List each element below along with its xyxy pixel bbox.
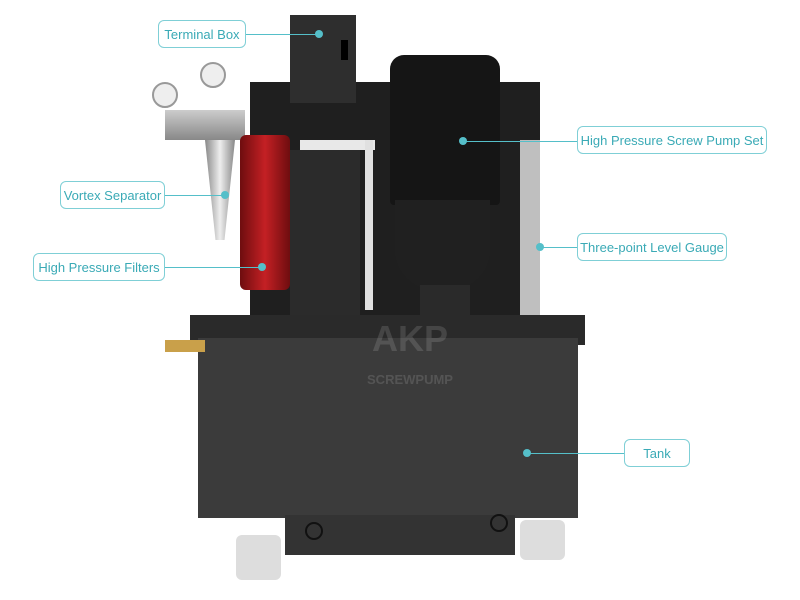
leader-line [463, 141, 577, 142]
leader-line [540, 247, 577, 248]
callout-dot [221, 191, 229, 199]
callout-filters: High Pressure Filters [33, 253, 165, 281]
leader-line [165, 195, 225, 196]
callout-level-gauge: Three-point Level Gauge [577, 233, 727, 261]
leader-line [165, 267, 262, 268]
motor [390, 55, 500, 205]
watermark-sub: SCREWPUMP [367, 372, 453, 387]
drain-plug-right [490, 514, 508, 532]
leader-line [246, 34, 319, 35]
tank-base [285, 515, 515, 555]
vortex-separator [205, 140, 235, 240]
gauge-left [152, 82, 178, 108]
inner-column [290, 150, 360, 340]
foot-left [236, 535, 281, 580]
pipe-vertical [365, 140, 373, 310]
callout-vortex-separator: Vortex Separator [60, 181, 165, 209]
brass-fitting [165, 340, 205, 352]
watermark-brand: AKP [371, 318, 448, 359]
callout-pump-set: High Pressure Screw Pump Set [577, 126, 767, 154]
pipe [300, 140, 375, 150]
callout-dot [459, 137, 467, 145]
callout-tank: Tank [624, 439, 690, 467]
level-gauge [520, 140, 540, 330]
leader-line [527, 453, 624, 454]
callout-dot [258, 263, 266, 271]
foot-right [520, 520, 565, 560]
callout-terminal-box: Terminal Box [158, 20, 246, 48]
tank-body [198, 338, 578, 518]
terminal-box [290, 15, 356, 103]
pump-bell [395, 200, 490, 290]
callout-dot [536, 243, 544, 251]
manifold [165, 110, 245, 140]
callout-dot [523, 449, 531, 457]
drain-plug-left [305, 522, 323, 540]
gauge-right [200, 62, 226, 88]
callout-dot [315, 30, 323, 38]
